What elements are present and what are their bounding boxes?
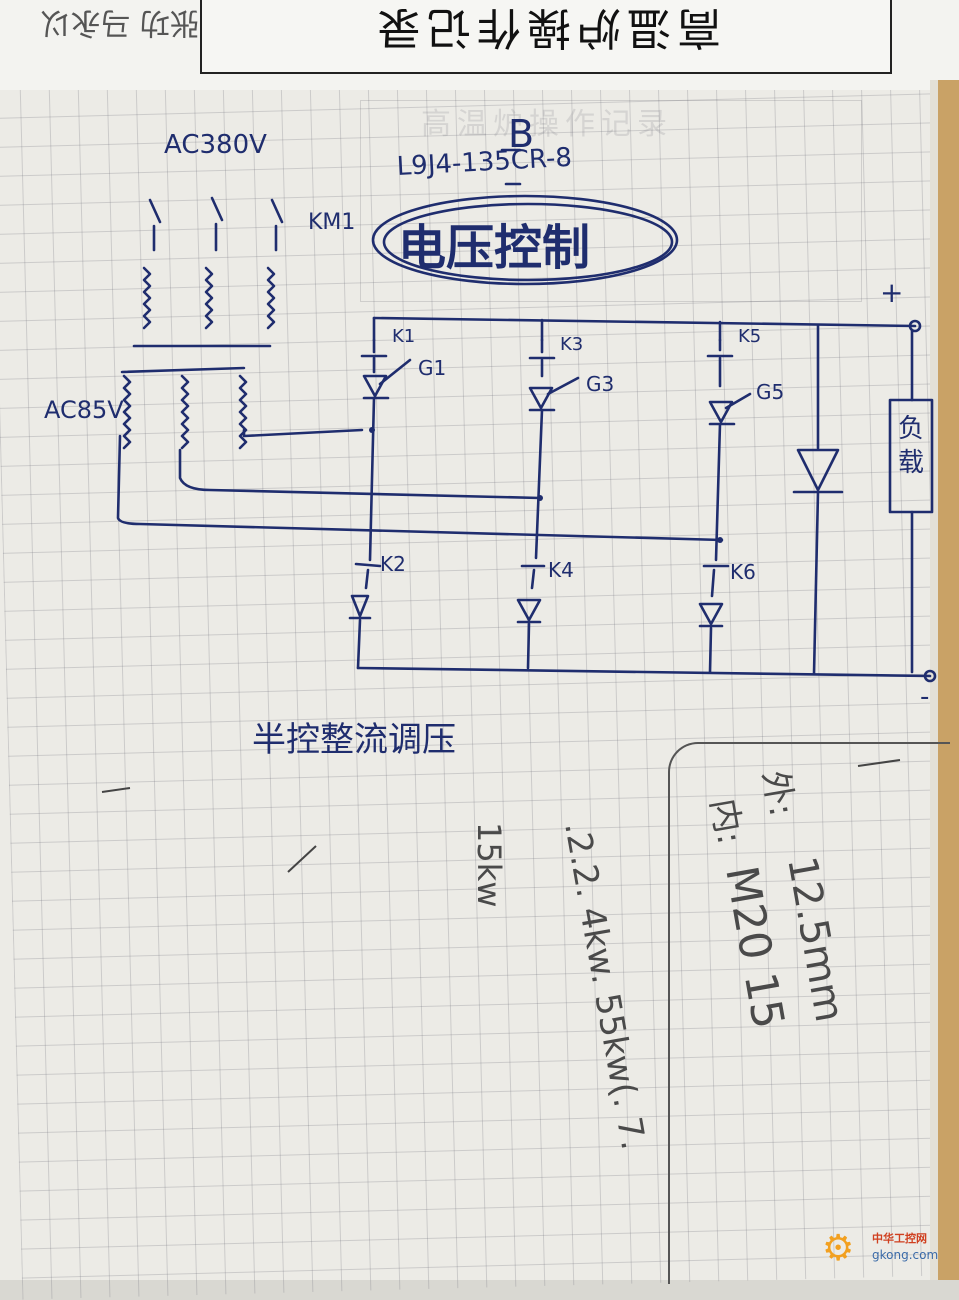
watermark: ⚙ 中华工控网 gkong.com xyxy=(822,1226,952,1274)
primary-windings xyxy=(132,266,276,348)
label-k4: K4 xyxy=(548,558,574,582)
pencil-marks xyxy=(101,759,901,873)
label-plus: + xyxy=(880,276,904,309)
watermark-url: gkong.com xyxy=(872,1248,939,1262)
freewheel-diode xyxy=(792,324,844,676)
gear-icon: ⚙ xyxy=(822,1228,855,1269)
label-g1: G1 xyxy=(418,356,447,380)
thyristor-column-1 xyxy=(348,338,412,670)
label-minus: - xyxy=(920,682,930,712)
page-edge-desk xyxy=(938,80,959,1280)
label-contactor: KM1 xyxy=(308,210,356,235)
label-k6: K6 xyxy=(730,560,756,584)
label-k5: K5 xyxy=(738,326,762,347)
label-load: 负载 xyxy=(898,414,925,478)
km1-switches xyxy=(148,196,284,252)
label-model-prefix: B xyxy=(508,112,535,156)
label-k3: K3 xyxy=(560,334,584,355)
watermark-text: 中华工控网 xyxy=(872,1232,927,1245)
secondary-windings xyxy=(116,366,724,542)
load-branch xyxy=(888,319,937,683)
header-box: 高温炉操作记录 xyxy=(200,0,892,74)
label-secondary-voltage: AC85V xyxy=(44,396,124,424)
label-caption: 半控整流调压 xyxy=(252,720,456,760)
thyristor-column-2 xyxy=(516,338,580,670)
label-supply-voltage: AC380V xyxy=(164,130,267,160)
label-g5: G5 xyxy=(756,380,785,404)
pencil-note-box xyxy=(668,742,950,1284)
label-circled-title: 电压控制 xyxy=(398,220,591,276)
bridge-rails xyxy=(356,316,932,678)
label-g3: G3 xyxy=(586,372,615,396)
title-ellipse xyxy=(371,148,679,286)
faint-table-title: 高温炉操作记录 xyxy=(421,107,673,142)
pencil-note-f: 外: xyxy=(754,767,802,820)
label-k1: K1 xyxy=(392,326,416,347)
thyristor-column-3 xyxy=(698,338,752,674)
pencil-note-a: 15kw xyxy=(470,822,508,908)
pencil-note-e: 内: xyxy=(702,795,750,848)
label-k2: K2 xyxy=(380,552,406,576)
faint-bleedthrough-table: 高温炉操作记录 xyxy=(360,100,862,302)
